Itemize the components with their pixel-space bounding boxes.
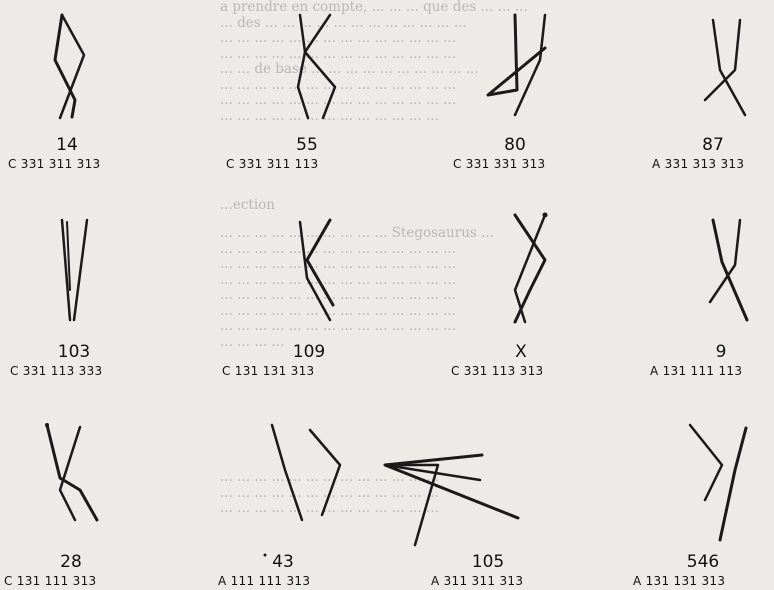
figure-28-drawing: [45, 423, 99, 522]
figure-number: 14: [56, 135, 78, 155]
figure-X-drawing: [513, 212, 548, 324]
figure-code: C 331 113 333: [10, 364, 103, 378]
figure-9-drawing: [708, 218, 749, 322]
figure-number: 80: [504, 135, 526, 155]
figure-number: 43: [272, 552, 294, 572]
figure-number: 546: [686, 552, 720, 572]
figure-number: X: [515, 342, 527, 362]
faded-body-text: a prendre en compte, ... ... ... que des…: [220, 0, 774, 590]
figure-code: C 331 311 313: [8, 157, 101, 171]
figure-number: 9: [715, 342, 727, 362]
body-paragraph-2: ... ... ... ... ... ... ... ... ... ... …: [220, 225, 494, 350]
figure-109-drawing: [298, 218, 335, 322]
figure-code: A 311 311 313: [431, 574, 524, 588]
figure-number: 87: [702, 135, 724, 155]
figure-code: A 331 313 313: [652, 157, 745, 171]
figure-code: A 131 131 313: [633, 574, 726, 588]
figure-103-drawing: [60, 218, 89, 322]
figure-code: C 331 311 113: [226, 157, 319, 171]
figure-code: C 331 331 313: [453, 157, 546, 171]
body-paragraph-3: ... ... ... ... ... ... ... ... ... ... …: [220, 469, 439, 516]
figure-code: C 331 113 313: [451, 364, 544, 378]
figure-code: A 131 111 113: [650, 364, 743, 378]
figure-546-drawing: [688, 423, 748, 542]
section-heading: ...ection: [220, 197, 275, 213]
figure-14-drawing: [53, 13, 86, 120]
figure-number: 55: [296, 135, 318, 155]
figure-number: 103: [57, 342, 91, 362]
figure-number: 28: [60, 552, 82, 572]
figure-55-drawing: [296, 13, 337, 120]
figure-code: C 131 111 313: [4, 574, 97, 588]
figure-87-drawing: [703, 18, 747, 117]
figure-code: A 111 111 313: [218, 574, 311, 588]
figure-43-drawing: [263, 423, 342, 557]
figure-105-drawing: [383, 453, 520, 547]
figure-number: 105: [471, 552, 505, 572]
figure-80-drawing: [486, 13, 547, 117]
figure-number: 109: [292, 342, 326, 362]
figure-code: C 131 131 313: [222, 364, 315, 378]
